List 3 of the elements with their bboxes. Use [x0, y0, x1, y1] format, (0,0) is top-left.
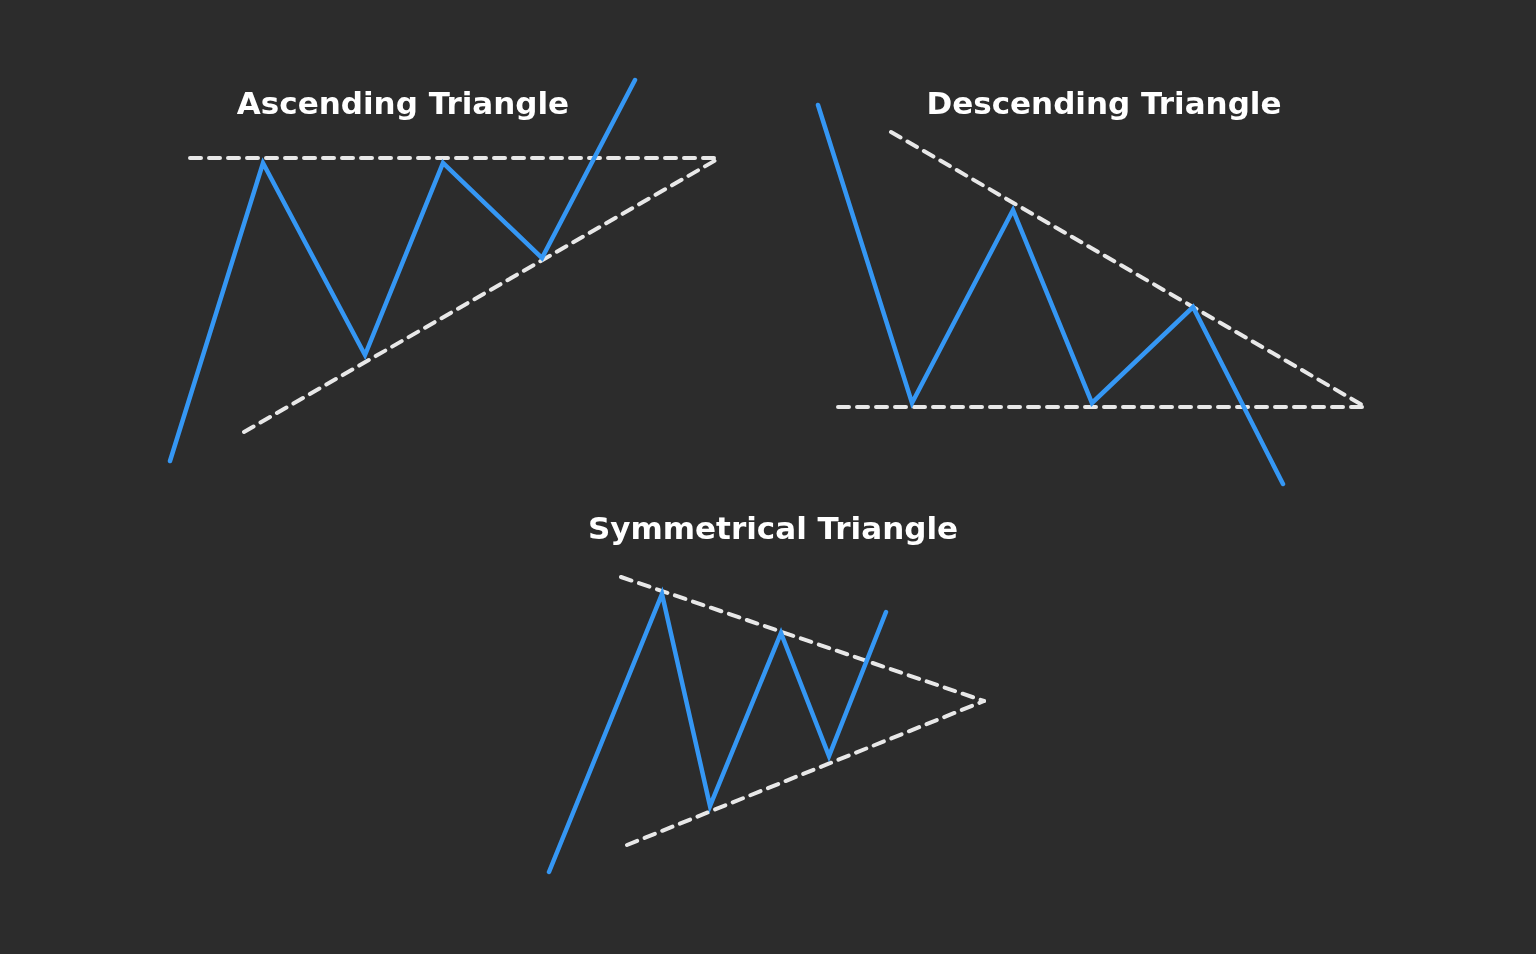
pattern-title: Symmetrical Triangle — [587, 510, 959, 548]
pattern-title: Descending Triangle — [926, 85, 1282, 123]
pattern-title: Ascending Triangle — [236, 85, 570, 123]
